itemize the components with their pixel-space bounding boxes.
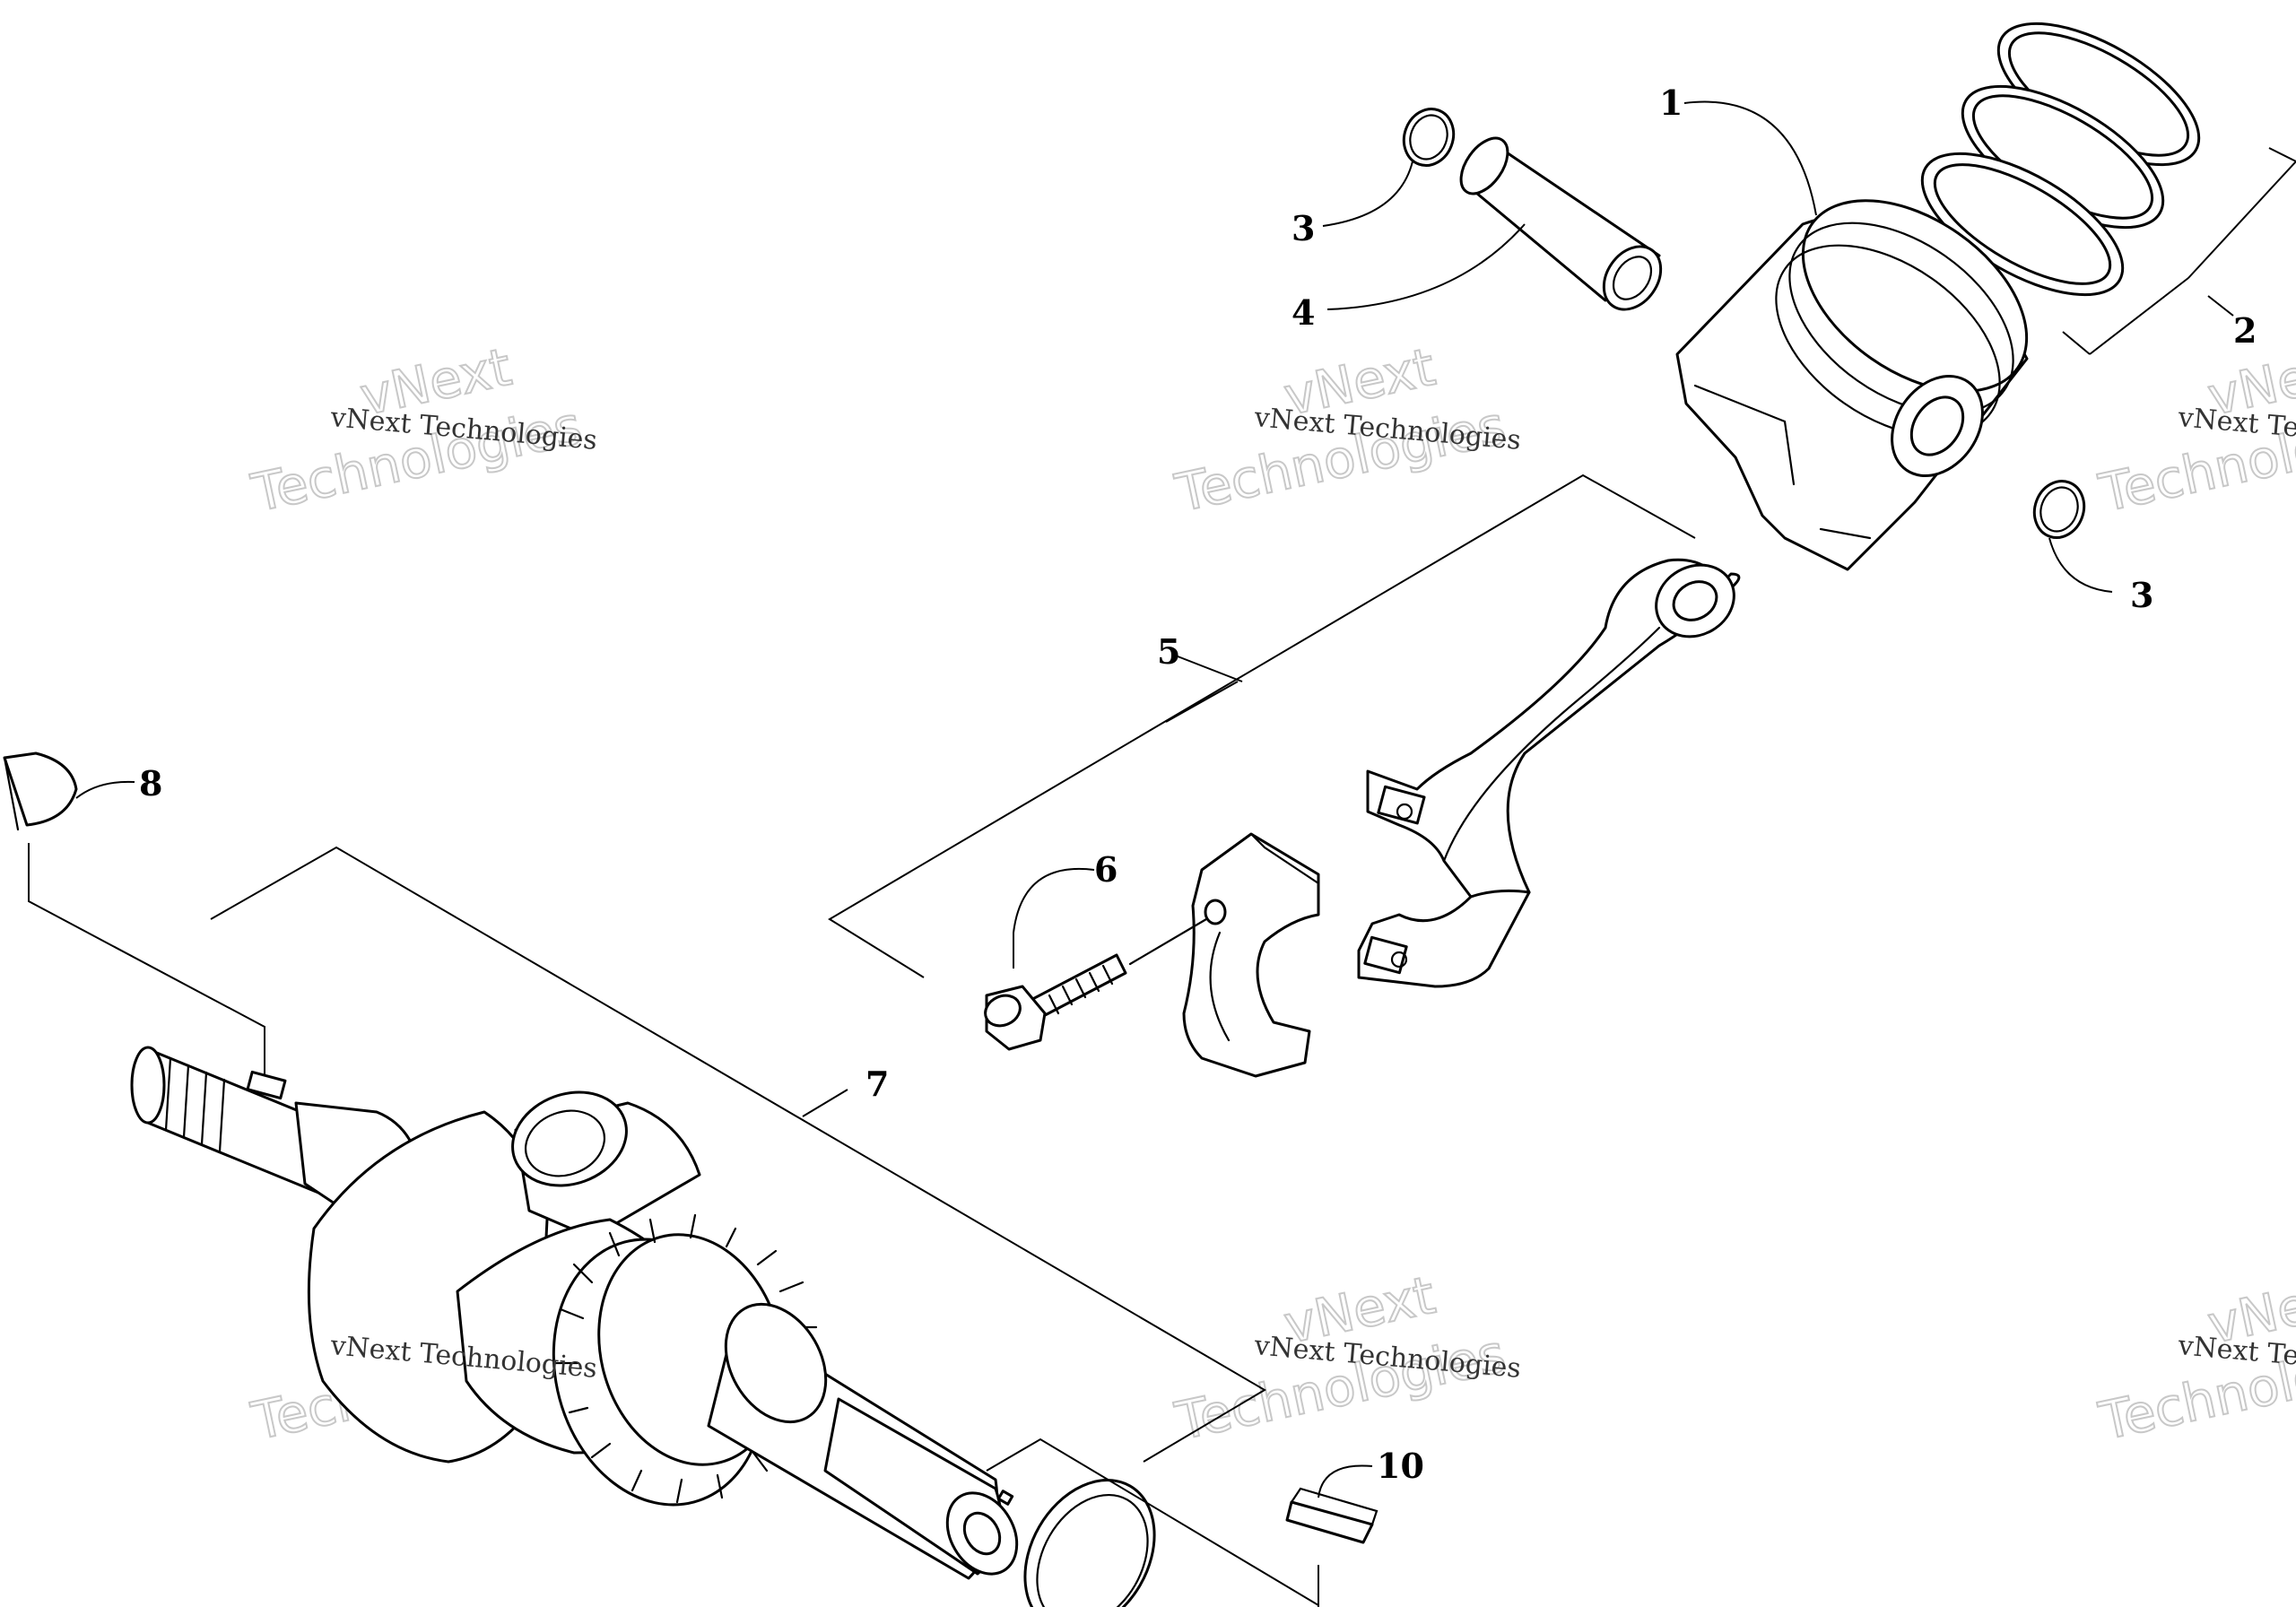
connecting-rod-cap <box>1182 832 1320 1078</box>
callout-5: 5 <box>1157 631 1180 672</box>
group-bracket-8 <box>28 843 265 1076</box>
group-bracket-7 <box>210 846 1319 1607</box>
callout-4: 4 <box>1292 292 1315 333</box>
callout-8: 8 <box>139 763 162 804</box>
piston-ring-set <box>1920 22 2201 297</box>
rod-bolt <box>984 917 1208 1051</box>
circlip-upper <box>1402 108 1456 167</box>
thrust-washer <box>1023 1479 1156 1607</box>
woodruff-key <box>3 751 78 831</box>
callout-3-upper: 3 <box>1292 208 1315 248</box>
circlip-lower <box>2032 480 2086 539</box>
group-bracket-5 <box>828 473 1696 978</box>
callout-6: 6 <box>1094 849 1118 890</box>
connecting-rod <box>1357 558 1741 988</box>
callout-3-lower: 3 <box>2130 575 2153 615</box>
callout-2: 2 <box>2233 310 2257 351</box>
piston <box>1675 199 2029 571</box>
crankshaft <box>130 1046 1019 1580</box>
callout-7: 7 <box>865 1064 889 1104</box>
callout-leaders <box>75 100 2113 1498</box>
callout-10: 10 <box>1377 1446 1424 1486</box>
group-bracket-2 <box>2062 147 2296 355</box>
callout-1: 1 <box>1659 83 1683 123</box>
piston-pin <box>1459 136 1663 311</box>
key <box>1285 1487 1378 1544</box>
